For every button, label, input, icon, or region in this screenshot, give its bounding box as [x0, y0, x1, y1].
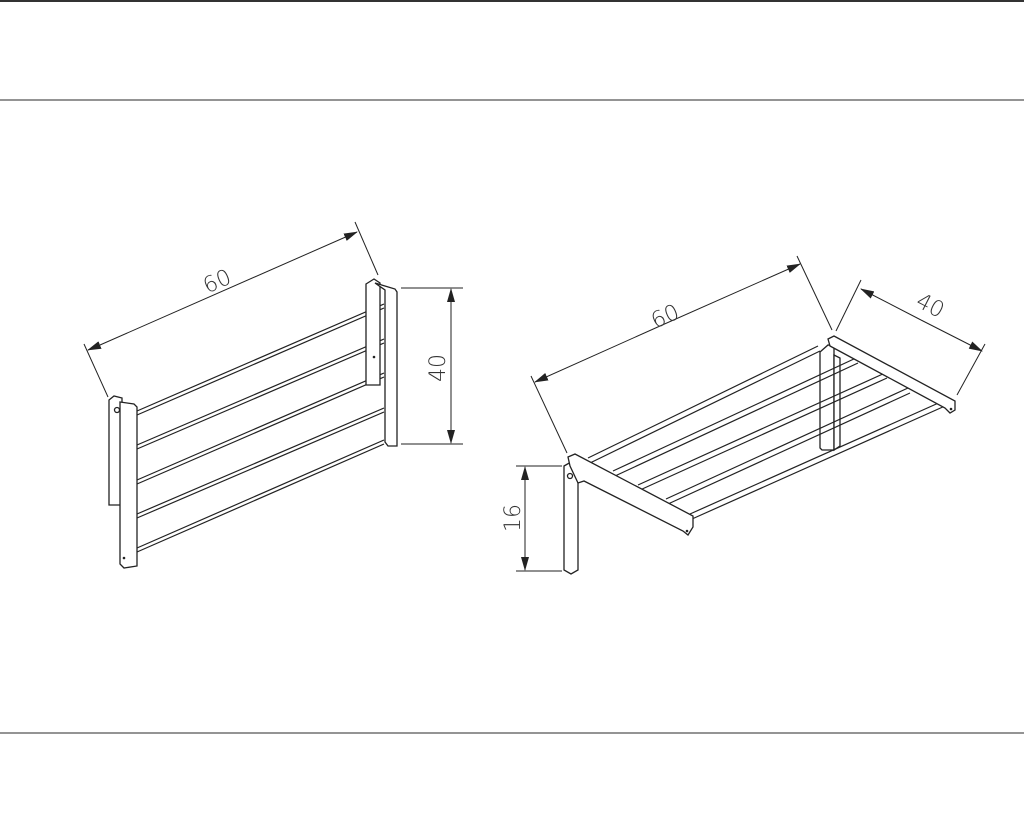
left-arm [119, 401, 138, 569]
back-arm [827, 335, 956, 414]
right-view-unfolded-rack: 60 40 16 [501, 255, 986, 575]
back-wall-plate-side [833, 353, 841, 452]
right-wall-plate [365, 278, 381, 386]
screw-hole [685, 529, 689, 533]
dimension-bracket-16: 16 [501, 465, 562, 572]
screw-hole [566, 472, 574, 480]
screw-hole [113, 406, 121, 414]
screw-hole [949, 407, 953, 411]
left-view-folded-rack: 60 40 [83, 221, 463, 569]
dimension-label: 60 [200, 265, 236, 299]
rails [136, 303, 385, 553]
dimension-label: 40 [426, 354, 451, 382]
dimension-height-40: 40 [401, 287, 463, 445]
right-arm [374, 282, 398, 447]
rails [587, 345, 946, 520]
screw-hole [372, 355, 376, 359]
dimension-label: 16 [501, 504, 526, 532]
screw-hole [122, 556, 126, 560]
front-arm [567, 453, 694, 536]
